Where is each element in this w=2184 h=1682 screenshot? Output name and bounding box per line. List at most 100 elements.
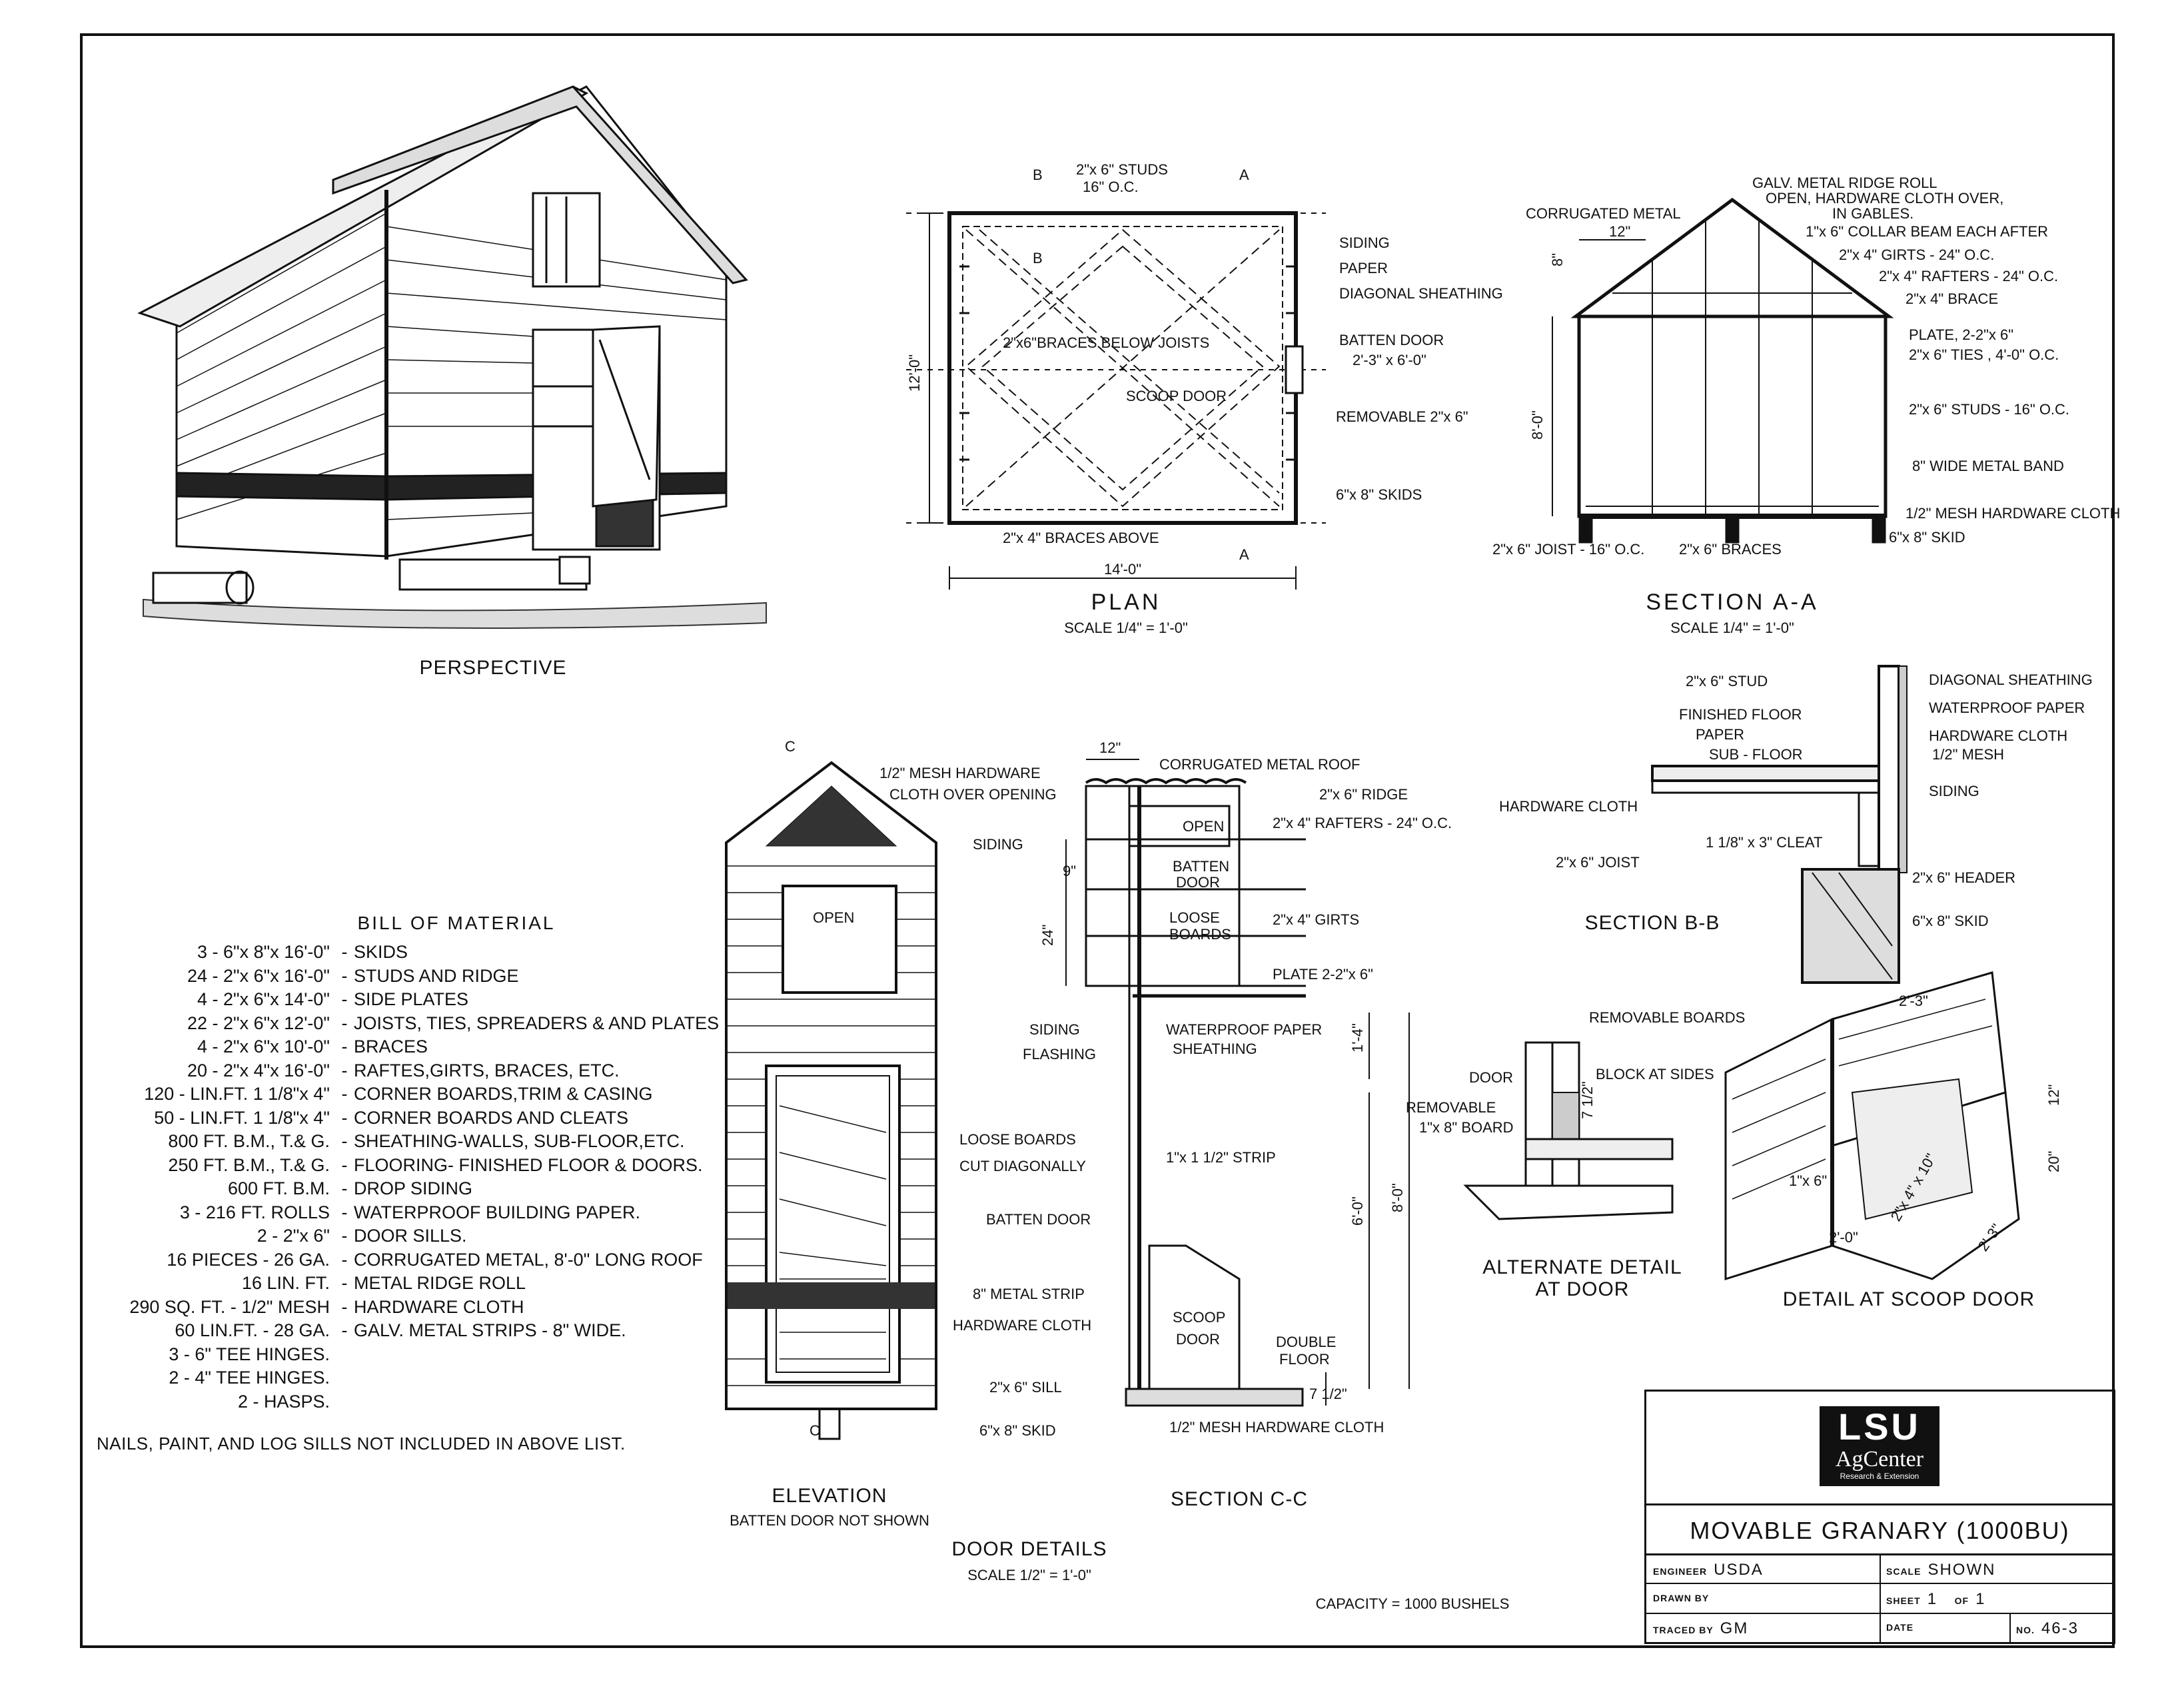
bill-of-material-row: 16 LIN. FT.-METAL RIDGE ROLL: [97, 1272, 736, 1296]
cc-rafters: 2"x 4" RAFTERS - 24" O.C.: [1273, 815, 1452, 831]
bom-separator: -: [341, 1226, 348, 1246]
alternate-detail-title-2: AT DOOR: [1536, 1278, 1630, 1300]
bb-joist: 2"x 6" JOIST: [1556, 854, 1640, 871]
cc-dim-80: 8'-0": [1389, 1183, 1406, 1212]
bom-quantity: 800 FT. B.M., T.& G.: [168, 1131, 330, 1151]
bom-separator: -: [341, 1013, 348, 1033]
bom-description: JOISTS, TIES, SPREADERS & AND PLATES: [354, 1013, 720, 1033]
bom-description: SIDE PLATES: [354, 989, 469, 1009]
scoop-dim-20w: 2'-0": [1829, 1229, 1858, 1246]
sheet-border: [80, 33, 2115, 1648]
plan-removable: REMOVABLE 2"x 6": [1336, 408, 1468, 425]
cc-dim-24: 24": [1039, 925, 1056, 946]
bom-separator: -: [341, 1154, 348, 1175]
bill-of-material-row: 22 - 2"x 6"x 12'-0"-JOISTS, TIES, SPREAD…: [97, 1012, 736, 1036]
aa-rafters: 2"x 4" RAFTERS - 24" O.C.: [1879, 268, 2058, 284]
bom-quantity: 2 - 4" TEE HINGES.: [169, 1368, 330, 1388]
bom-separator: [335, 1343, 354, 1367]
bom-description: HARDWARE CLOTH: [354, 1296, 524, 1317]
plan-drawing: [906, 211, 1326, 590]
aa-corrugated: CORRUGATED METAL: [1526, 205, 1681, 222]
plan-skids: 6"x 8" SKIDS: [1336, 486, 1422, 503]
bill-of-material-row: 60 LIN.FT. - 28 GA.-GALV. METAL STRIPS -…: [97, 1319, 736, 1343]
cc-open: OPEN: [1183, 818, 1224, 835]
bom-description: DROP SIDING: [354, 1178, 473, 1198]
bill-of-material-row: 50 - LIN.FT. 1 1/8"x 4"-CORNER BOARDS AN…: [97, 1106, 736, 1130]
bom-separator: -: [341, 1131, 348, 1151]
aa-dim-wall: 8'-0": [1529, 410, 1546, 440]
bom-description: CORRUGATED METAL, 8'-0" LONG ROOF: [354, 1249, 703, 1270]
aa-collar-beam: 1"x 6" COLLAR BEAM EACH AFTER: [1806, 223, 2048, 240]
cc-skid: 6"x 8" SKID: [979, 1422, 1056, 1439]
elevation-labels: C C 1/2" MESH HARDWARE CLOTH OVER OPENIN…: [785, 738, 1057, 1439]
cc-plate: PLATE 2-2"x 6": [1273, 966, 1373, 983]
bill-of-material-row: 600 FT. B.M.-DROP SIDING: [97, 1177, 736, 1201]
bom-quantity: 2 - 2"x 6": [257, 1226, 330, 1246]
bill-of-material-row: 4 - 2"x 6"x 10'-0"-BRACES: [97, 1035, 736, 1059]
plan-scale: SCALE 1/4" = 1'-0": [1064, 620, 1188, 636]
bom-description: [354, 1343, 736, 1367]
bom-separator: -: [341, 1084, 348, 1104]
plan-cut-a-2: A: [1239, 546, 1249, 563]
plan-cut-b: B: [1033, 167, 1043, 183]
section-aa-drawing: [1552, 197, 1894, 544]
date-cell: DATE: [1886, 1622, 1914, 1633]
cc-siding: SIDING: [1029, 1021, 1080, 1038]
elevation-title: ELEVATION: [772, 1485, 887, 1507]
scoop-dim-16: 1"x 6": [1789, 1172, 1827, 1189]
view-titles: PERSPECTIVE PLAN SCALE 1/4" = 1'-0" SECT…: [419, 590, 2034, 1612]
elevation-open: OPEN: [813, 909, 854, 926]
logo-line-3: Research & Extension: [1840, 1472, 1919, 1481]
bom-description: [354, 1366, 736, 1390]
bb-skid: 6"x 8" SKID: [1912, 913, 1989, 929]
bom-separator: [335, 1390, 354, 1414]
bb-paper: PAPER: [1696, 726, 1744, 743]
bom-quantity: 60 LIN.FT. - 28 GA.: [175, 1320, 330, 1340]
bb-sub-floor: SUB - FLOOR: [1709, 746, 1803, 763]
bb-diagonal-sheathing: DIAGONAL SHEATHING: [1929, 671, 2093, 688]
drawn-by-cell: DRAWN BY: [1653, 1593, 1710, 1603]
bill-of-material-row: 2 - 4" TEE HINGES.: [97, 1366, 736, 1390]
aa-mesh: 1/2" MESH HARDWARE CLOTH: [1906, 505, 2120, 522]
elevation-siding: SIDING: [973, 836, 1023, 853]
alt-dim-7: 7 1/2": [1579, 1081, 1596, 1119]
bom-description: RAFTES,GIRTS, BRACES, ETC.: [354, 1060, 620, 1080]
cc-dim-9: 9": [1063, 863, 1076, 879]
alt-block: BLOCK AT SIDES: [1596, 1066, 1714, 1082]
elevation-drawing: [725, 761, 937, 1440]
aa-braces: 2"x 6" BRACES: [1679, 541, 1782, 558]
bill-of-material-row: 3 - 216 FT. ROLLS-WATERPROOF BUILDING PA…: [97, 1201, 736, 1225]
scoop-dim-20: 20": [2045, 1151, 2062, 1172]
bom-separator: -: [341, 1178, 348, 1198]
cc-loose-diag-2: CUT DIAGONALLY: [959, 1158, 1086, 1174]
bom-separator: -: [341, 1202, 348, 1222]
bom-description: BRACES: [354, 1037, 428, 1056]
bom-description: METAL RIDGE ROLL: [354, 1273, 526, 1293]
perspective-title: PERSPECTIVE: [419, 657, 566, 679]
cc-girts: 2"x 4" GIRTS: [1273, 911, 1359, 928]
bom-separator: -: [341, 1249, 348, 1270]
bom-separator: -: [341, 942, 348, 962]
door-details-title: DOOR DETAILS: [951, 1538, 1107, 1560]
bb-siding: SIDING: [1929, 783, 1979, 799]
bill-of-material-row: 24 - 2"x 6"x 16'-0"-STUDS AND RIDGE: [97, 965, 736, 989]
bom-quantity: 50 - LIN.FT. 1 1/8"x 4": [154, 1107, 330, 1128]
section-cc-title: SECTION C-C: [1171, 1488, 1308, 1510]
plan-depth-dim: 12'-0": [906, 354, 923, 392]
plan-paper: PAPER: [1339, 260, 1388, 276]
bom-description: SHEATHING-WALLS, SUB-FLOOR,ETC.: [354, 1131, 685, 1151]
bom-quantity: 250 FT. B.M., T.& G.: [168, 1154, 330, 1175]
bom-separator: -: [341, 1107, 348, 1128]
bb-waterproof-paper: WATERPROOF PAPER: [1929, 699, 2085, 716]
bom-description: CORNER BOARDS AND CLEATS: [354, 1107, 629, 1128]
plan-labels: 2"x 6" STUDS 16" O.C. B B A A SIDING PAP…: [906, 161, 1503, 578]
cc-waterproof-paper: WATERPROOF PAPER: [1166, 1021, 1322, 1038]
plan-batten-door-size: 2'-3" x 6'-0": [1353, 352, 1426, 368]
scoop-detail-drawing: [1724, 971, 2020, 1281]
cc-dim-7: 7 1/2": [1309, 1386, 1347, 1402]
section-bb-drawing: [1651, 665, 1908, 984]
bom-separator: -: [341, 1037, 348, 1056]
